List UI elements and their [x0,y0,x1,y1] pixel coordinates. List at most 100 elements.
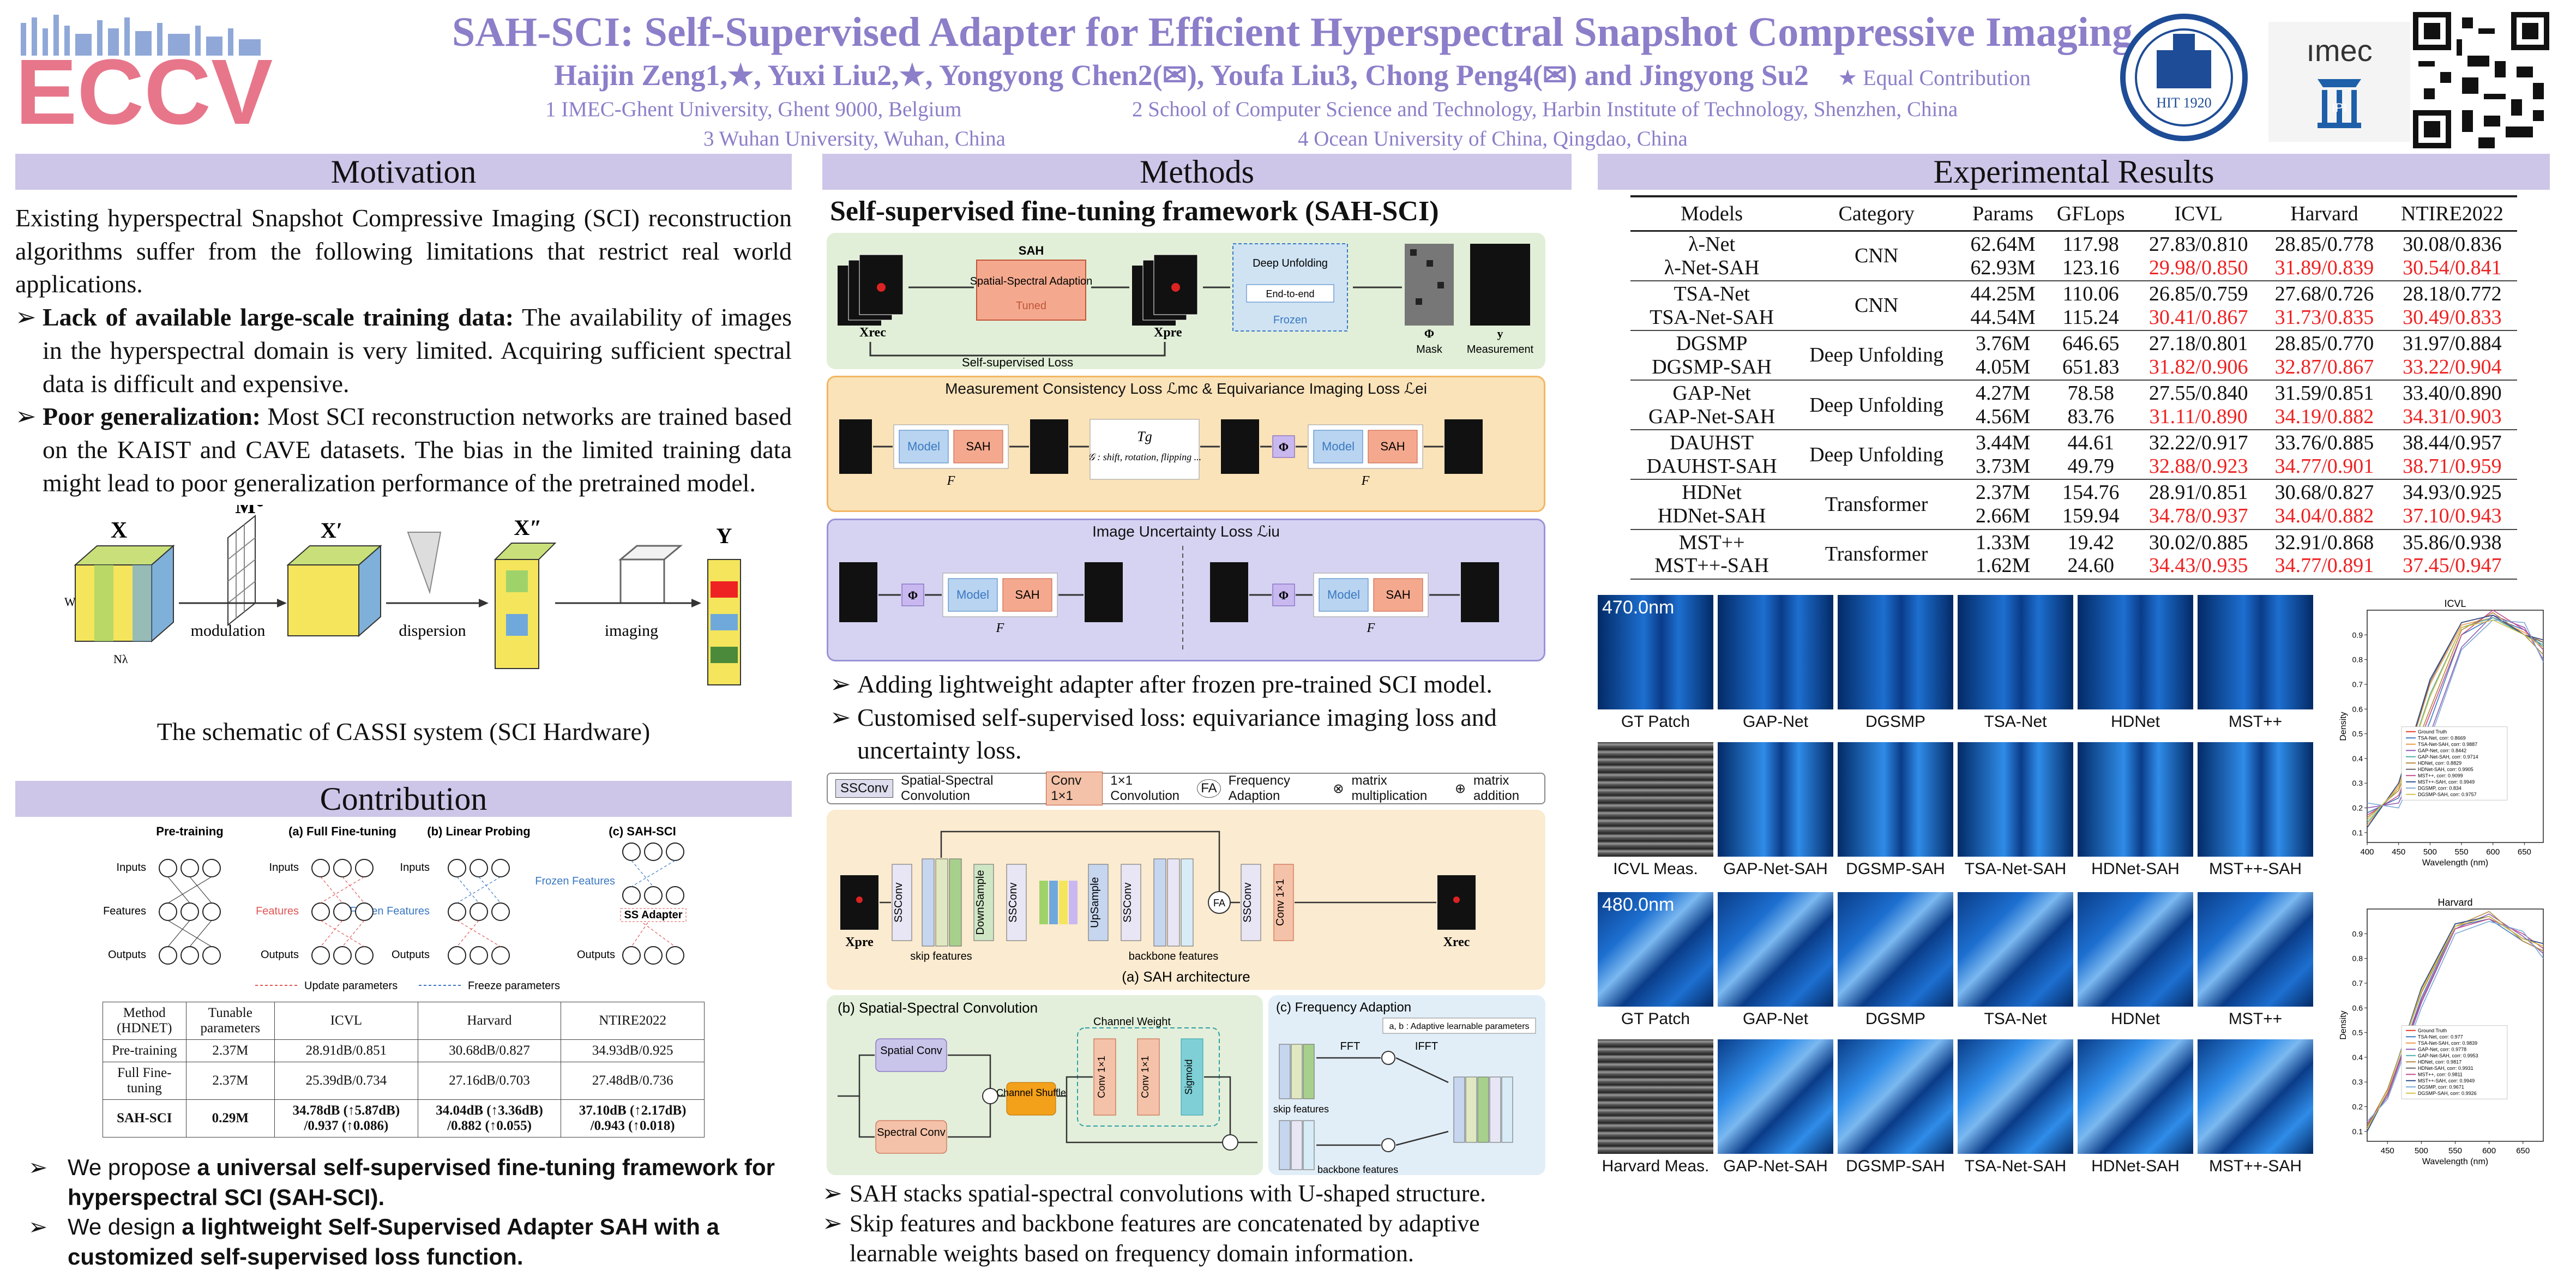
svg-text:Update parameters: Update parameters [304,980,398,992]
motivation-bullet: ➢Poor generalization: Most SCI reconstru… [15,400,792,499]
reconstruction-image [1718,742,1833,857]
y-tick-label: 0.7 [2352,680,2363,689]
svg-text:SSConv: SSConv [1242,882,1254,922]
svg-text:Φ: Φ [908,588,918,602]
wavelength-label: 470.0nm [1602,597,1675,618]
legend-entry: TSA-Net, corr: 0.8669 [2418,735,2466,741]
results-table-wrap: Models Category Params GFLops ICVL Harva… [1598,190,2550,580]
results-table: Models Category Params GFLops ICVL Harva… [1630,195,2517,580]
x-tick-label: 650 [2518,847,2531,857]
svg-text:Tg: Tg [1137,429,1152,444]
svg-text:Spectral Conv: Spectral Conv [877,1127,946,1139]
y-tick-label: 0.9 [2352,929,2363,938]
motivation-bullet: ➢Lack of available large-scale training … [15,301,792,400]
contribution-table-wrap: Method (HDNET) Tunable parameters ICVL H… [15,1002,792,1137]
plot-area [2367,609,2544,843]
svg-text:(c) SAH-SCI: (c) SAH-SCI [609,824,676,838]
tile-label: DGSMP [1865,712,1925,731]
svg-text:Outputs: Outputs [261,949,299,961]
svg-text:Model: Model [1322,440,1355,453]
svg-text:SAH: SAH [1380,440,1405,453]
svg-text:y: y [1497,327,1503,340]
svg-text:Conv 1×1: Conv 1×1 [1140,1056,1151,1098]
legend-fa-chip: FA [1197,779,1221,798]
y-tick-label: 0.1 [2352,1127,2363,1136]
ipi-icon: IPI [2318,79,2361,128]
svg-text:imaging: imaging [605,622,658,640]
tile-label: TSA-Net-SAH [1964,1157,2067,1175]
legend-entry: Ground Truth [2418,1027,2447,1033]
svg-text:Sigmoid: Sigmoid [1183,1060,1194,1095]
y-tick-label: 0.6 [2352,1003,2363,1012]
svg-text:DownSample: DownSample [974,870,986,935]
table-header: Harvard [2261,195,2387,232]
methods-subheading: Self-supervised fine-tuning framework (S… [830,196,1439,227]
series-line [2367,617,2544,826]
arrow-bullet-icon: ➢ [830,670,851,698]
reconstruction-image [1958,594,2073,709]
svg-text:skip features: skip features [910,950,972,962]
svg-text:FFT: FFT [1340,1040,1361,1052]
tile-label: HDNet-SAH [2091,1157,2180,1175]
svg-text:Φ: Φ [1424,327,1434,340]
x-tick-label: 550 [2455,847,2469,857]
svg-text:Outputs: Outputs [392,949,430,961]
svg-text:X: X [111,518,127,543]
svg-text:F: F [1367,621,1375,635]
x-tick-label: 450 [2381,1146,2394,1155]
legend-entry: TSA-Net-SAH, corr: 0.9887 [2418,741,2477,747]
x-axis-label: Wavelength (nm) [2422,1157,2488,1166]
svg-text:Xrec: Xrec [1443,935,1470,949]
svg-text:Outputs: Outputs [108,949,146,961]
legend-box [2401,1025,2508,1099]
table-header: Params [1960,195,2047,232]
cube-x-icon [74,545,175,643]
table-cell: MST++MST++-SAH [1630,529,1793,580]
svg-text:(c) Frequency Adaption: (c) Frequency Adaption [1276,1000,1411,1015]
reconstruction-image [2078,594,2193,709]
x-tick-label: 600 [2486,847,2500,857]
methods-bullet: ➢Adding lightweight adapter after frozen… [830,668,1564,701]
svg-text:Deep Unfolding: Deep Unfolding [1253,257,1328,269]
hit-logo: HIT 1920 [2120,14,2248,141]
svg-text:backbone features: backbone features [1317,1164,1398,1175]
reconstruction-image [1718,892,1833,1007]
imec-wordmark: ımec [2306,33,2373,68]
y-tick-label: 0.1 [2352,828,2363,837]
wavelength-label: 480.0nm [1602,894,1675,915]
contribution-bullet: ➢We design a lightweight Self-Supervised… [15,1212,792,1272]
legend-add-text: matrix addition [1473,773,1520,804]
eccv-logo: ECCV [15,15,273,137]
affiliation-4: 4 Ocean University of China, Qingdao, Ch… [1298,127,1688,151]
svg-text:Y: Y [717,523,732,548]
tile-label: DGSMP-SAH [1846,859,1945,878]
y-tick-label: 0.8 [2352,655,2363,664]
reconstruction-image [1718,594,1833,709]
series-line [2367,614,2544,809]
contribution-bullet: ➢We propose a universal self-supervised … [15,1153,792,1212]
reconstruction-image [2198,892,2313,1007]
svg-text:Inputs: Inputs [117,862,146,874]
y-tick-label: 0.6 [2352,705,2363,713]
tile-label: GAP-Net [1742,712,1809,731]
svg-text:Frozen Features: Frozen Features [535,875,615,887]
legend-entry: DGSMP, corr: 0.834 [2418,785,2461,791]
framework-overview-panel: Xrec SAH Spatial-Spectral Adaption Tuned… [827,233,1545,369]
series-line [2367,920,2544,1122]
